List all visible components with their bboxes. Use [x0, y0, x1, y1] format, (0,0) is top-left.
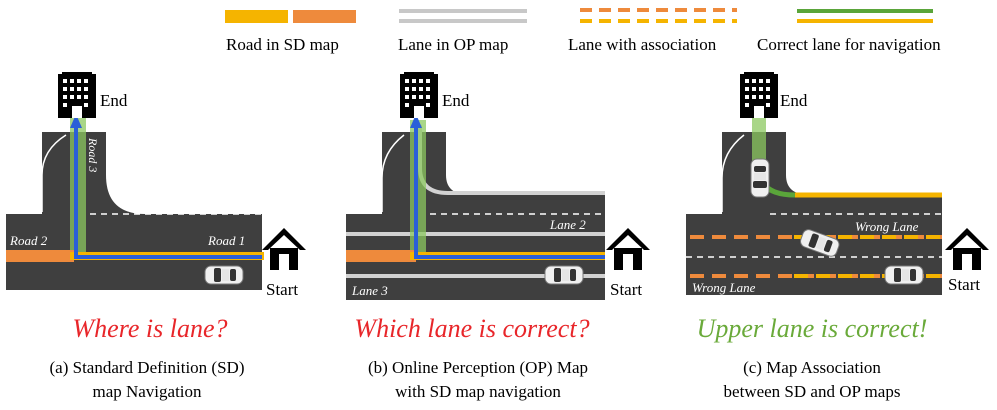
building-icon [740, 72, 778, 118]
house-icon [262, 228, 306, 270]
road2-label: Road 2 [9, 233, 48, 248]
legend-lane-op-label: Lane in OP map [398, 35, 508, 54]
legend: Road in SD map Lane in OP map Lane with … [225, 8, 941, 54]
nav-arrowhead [410, 114, 422, 128]
nav-path [414, 126, 605, 259]
road3-label: Road 3 [86, 137, 100, 172]
house-icon [945, 228, 989, 270]
lane3-label: Lane 3 [351, 283, 388, 298]
panel-c: End Start Correct Lane Wrong Lane Wrong … [686, 72, 989, 401]
wrong-lane-upper-label: Wrong Lane [855, 219, 919, 234]
legend-road-sd-label: Road in SD map [226, 35, 339, 54]
lane2-label: Lane 2 [549, 217, 586, 232]
start-label: Start [948, 275, 980, 294]
car-icon [544, 265, 584, 285]
building-icon [58, 72, 96, 118]
start-label: Start [610, 280, 642, 299]
nav-path [74, 126, 262, 259]
car-icon-correct [750, 158, 770, 198]
caption-line-2: with SD map navigation [395, 382, 561, 401]
end-label: End [442, 91, 470, 110]
question-text: Which lane is correct? [354, 314, 589, 343]
wrong-lane-lower-label: Wrong Lane [692, 280, 756, 295]
road-curb [721, 134, 745, 212]
legend-swatch-road-yellow [225, 10, 288, 23]
correct-corridor [752, 112, 766, 172]
caption-line-1: (c) Map Association [743, 358, 881, 377]
legend-lane-correct-label: Correct lane for navigation [757, 35, 941, 54]
end-label: End [780, 91, 808, 110]
house-icon [606, 228, 650, 270]
panel-b: End Start Lane 1 Lane 2 Lane 3 Which lan… [346, 72, 650, 401]
road2-band [346, 250, 416, 262]
lane1-label: Lane 1 [549, 177, 586, 192]
end-label: End [100, 91, 128, 110]
correct-lane-label: Correct Lane [848, 177, 917, 192]
question-text: Where is lane? [73, 314, 228, 343]
caption-line-1: (a) Standard Definition (SD) [50, 358, 245, 377]
answer-text: Upper lane is correct! [697, 314, 928, 343]
legend-lane-assoc-label: Lane with association [568, 35, 717, 54]
road-curb [381, 134, 405, 212]
car-icon [204, 265, 244, 285]
road2-band [6, 250, 74, 262]
caption-line-2: map Navigation [92, 382, 202, 401]
road1-label: Road 1 [207, 233, 245, 248]
start-label: Start [266, 280, 298, 299]
panel-a: End Start Road 3 Road 2 Road 1 Where is … [6, 72, 306, 401]
caption-line-1: (b) Online Perception (OP) Map [368, 358, 588, 377]
car-icon-wrong [884, 265, 924, 285]
caption-line-2: between SD and OP maps [724, 382, 901, 401]
building-icon [400, 72, 438, 118]
nav-arrowhead [70, 114, 82, 128]
road-curb [41, 134, 67, 212]
legend-swatch-road-orange [293, 10, 356, 23]
